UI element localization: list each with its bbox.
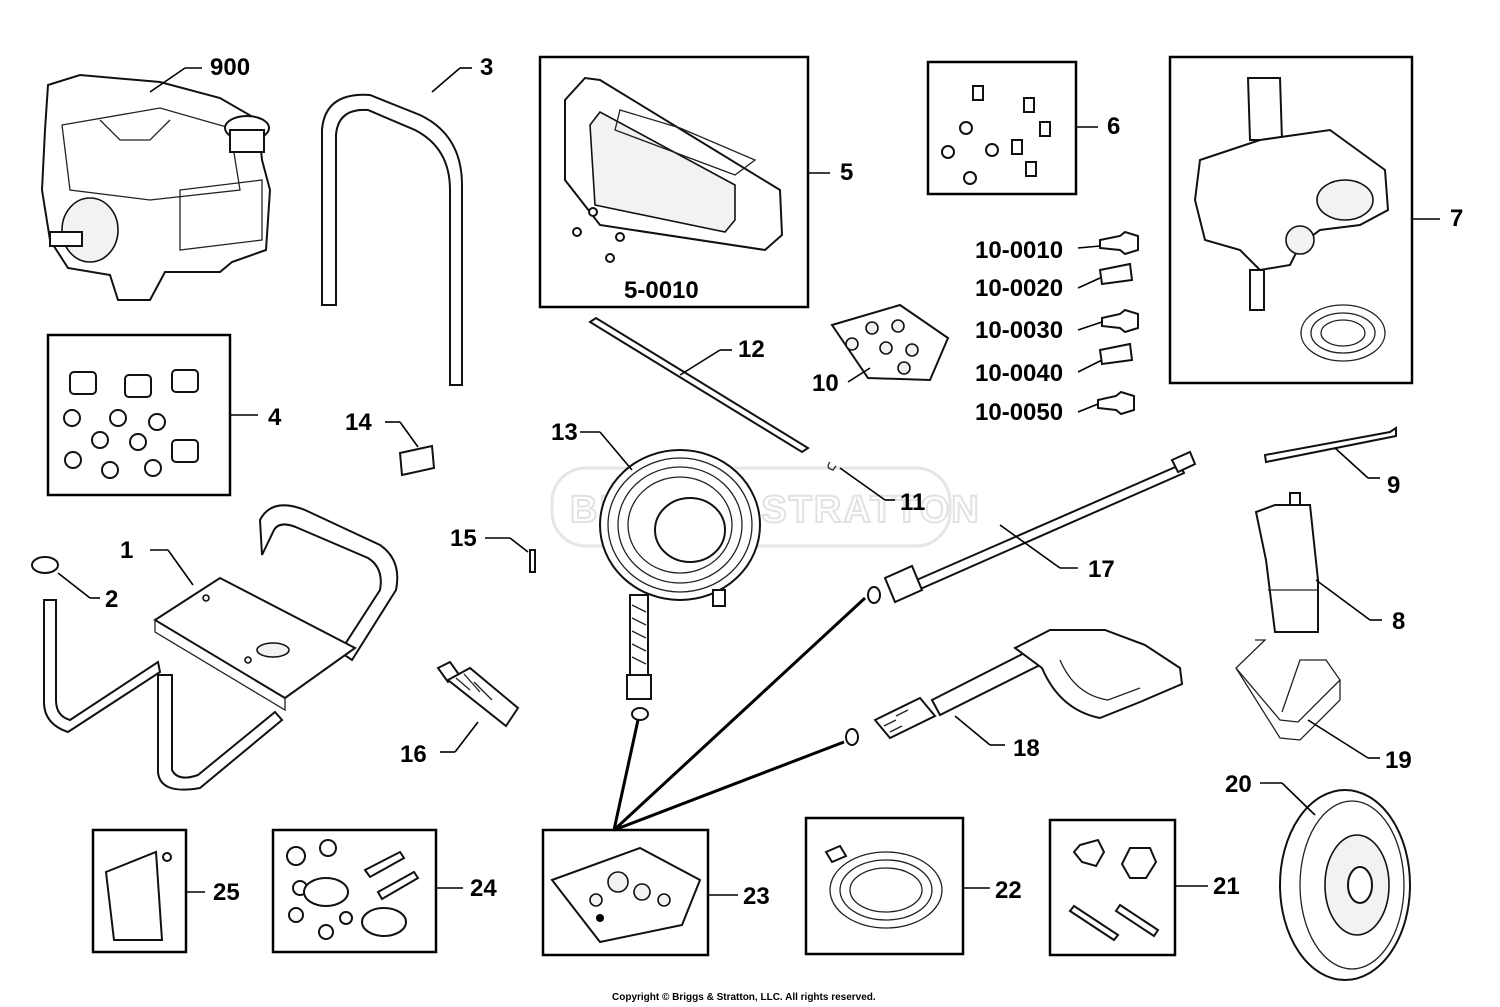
part-14-decal	[398, 444, 436, 477]
part-19-gun-holder	[1235, 639, 1341, 741]
callout-9: 9	[1387, 472, 1400, 499]
callout-16: 16	[400, 741, 427, 768]
part-16-turbo-nozzle	[436, 660, 520, 728]
part-13-high-pressure-hose	[599, 449, 761, 721]
part-23-box	[541, 828, 710, 957]
part-1-frame	[43, 504, 399, 791]
part-10-nozzle-kit	[830, 303, 950, 382]
callout-17: 17	[1088, 556, 1115, 583]
part-7-box	[1168, 55, 1414, 385]
part-22-hose	[824, 844, 943, 929]
part-2-cap	[31, 556, 59, 574]
callout-15: 15	[450, 525, 477, 552]
callout-10-0010: 10-0010	[975, 237, 1063, 264]
callout-4: 4	[268, 404, 282, 431]
part-3-handle	[321, 93, 463, 386]
part-5-box	[538, 55, 810, 309]
callout-10-0030: 10-0030	[975, 317, 1063, 344]
callout-6: 6	[1107, 113, 1120, 140]
part-11-clip	[827, 461, 837, 471]
callout-11: 11	[900, 489, 925, 516]
callout-22: 22	[995, 877, 1022, 904]
part-10-nozzle-tips	[1097, 230, 1139, 416]
callout-13: 13	[551, 419, 578, 446]
callout-2: 2	[105, 586, 118, 613]
part-6-box	[926, 60, 1078, 196]
part-4-vibration-mounts	[63, 369, 199, 479]
part-9-cable-tie	[1263, 426, 1397, 464]
part-900-engine	[40, 73, 272, 301]
part-15-pin	[529, 549, 536, 573]
part-12-lance	[588, 316, 810, 454]
part-17-wand	[867, 450, 1197, 604]
callout-5: 5	[840, 159, 853, 186]
part-23-o-ring-kit	[550, 846, 702, 944]
part-25-box	[91, 828, 188, 954]
copyright-text: Copyright © Briggs & Stratton, LLC. All …	[612, 992, 876, 1003]
callout-10-0020: 10-0020	[975, 275, 1063, 302]
part-21-knobs-bolts	[1068, 838, 1160, 942]
callout-1: 1	[120, 537, 133, 564]
part-24-hardware-kit	[286, 839, 420, 940]
callout-10-0040: 10-0040	[975, 360, 1063, 387]
part-24-box	[271, 828, 438, 954]
part-20-wheel	[1279, 789, 1411, 981]
callout-8: 8	[1392, 608, 1405, 635]
callout-14: 14	[345, 409, 372, 436]
part-22-box	[804, 816, 965, 956]
callout-10: 10	[812, 370, 839, 397]
callout-12: 12	[738, 336, 765, 363]
callout-20: 20	[1225, 771, 1252, 798]
callout-25: 25	[213, 879, 240, 906]
callout-900: 900	[210, 54, 250, 81]
part-18-spray-gun	[845, 629, 1184, 746]
callout-18: 18	[1013, 735, 1040, 762]
callout-23: 23	[743, 883, 770, 910]
part-5-control-panel	[564, 76, 784, 252]
callout-19: 19	[1385, 747, 1412, 774]
callout-21: 21	[1213, 873, 1240, 900]
callout-24: 24	[470, 875, 497, 902]
callout-5-0010: 5-0010	[624, 277, 699, 304]
callout-7: 7	[1450, 205, 1463, 232]
part-5-0010-screws	[572, 207, 625, 263]
part-8-lubricant-tube	[1254, 492, 1319, 633]
callout-3: 3	[480, 54, 493, 81]
part-6-screws-washers	[941, 85, 1051, 185]
part-25-plate	[104, 850, 172, 941]
part-7-pump	[1193, 77, 1390, 362]
callout-10-0050: 10-0050	[975, 399, 1063, 426]
part-21-box	[1048, 818, 1177, 957]
